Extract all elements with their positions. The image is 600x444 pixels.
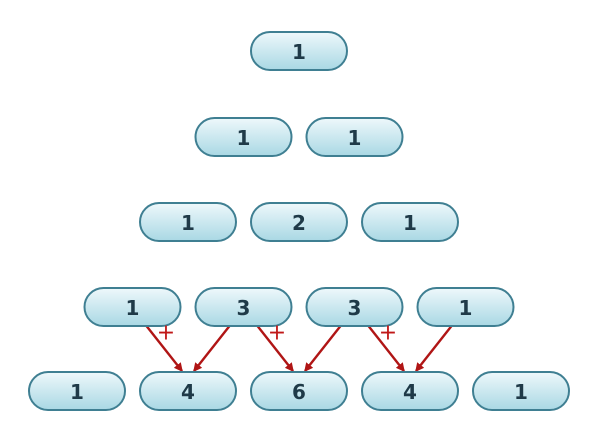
cell-r2-c2: 1	[305, 117, 404, 157]
cell-box	[305, 117, 404, 157]
cell-box	[28, 371, 126, 411]
row-5: 1 4 6 4 1	[28, 371, 570, 411]
sum-arrow-left-2	[256, 325, 294, 373]
sum-arrow-left-1	[145, 325, 183, 373]
cell-value: 1	[459, 296, 473, 320]
cell-box	[416, 287, 515, 327]
cell-box	[139, 202, 237, 242]
cell-r5-c5: 1	[472, 371, 570, 411]
plus-symbol: +	[268, 321, 286, 346]
cell-r5-c2: 4	[139, 371, 237, 411]
cell-r2-c1: 1	[194, 117, 293, 157]
row-3: 1 2 1	[139, 202, 459, 242]
sum-arrow-right-2	[304, 325, 342, 373]
cell-r4-c3: 3	[305, 287, 404, 327]
cell-value: 1	[70, 380, 84, 404]
cell-box	[250, 371, 348, 411]
cell-box	[250, 31, 348, 71]
cell-r4-c1: 1	[83, 287, 182, 327]
cell-r4-c2: 3	[194, 287, 293, 327]
plus-symbol: +	[157, 321, 175, 346]
cell-r3-c1: 1	[139, 202, 237, 242]
cell-r3-c2: 2	[250, 202, 348, 242]
cell-box	[194, 287, 293, 327]
cell-r5-c4: 4	[361, 371, 459, 411]
cell-value: 2	[292, 211, 306, 235]
cell-box	[250, 202, 348, 242]
cell-box	[361, 202, 459, 242]
cell-r5-c3: 6	[250, 371, 348, 411]
cell-box	[305, 287, 404, 327]
cell-box	[361, 371, 459, 411]
sum-arrow-right-1	[193, 325, 231, 373]
sum-arrow-right-3	[415, 325, 453, 373]
sum-arrows	[145, 325, 453, 373]
cell-value: 6	[292, 380, 306, 404]
sum-symbols: + + +	[157, 321, 397, 346]
cell-value: 1	[181, 211, 195, 235]
cell-box	[83, 287, 182, 327]
cell-value: 1	[126, 296, 140, 320]
plus-symbol: +	[379, 321, 397, 346]
cell-value: 3	[237, 296, 251, 320]
cell-value: 1	[514, 380, 528, 404]
cell-box	[194, 117, 293, 157]
row-4: 1 3 3 1	[83, 287, 515, 327]
cell-r1-c1: 1	[250, 31, 348, 71]
cell-value: 3	[348, 296, 362, 320]
cell-r3-c3: 1	[361, 202, 459, 242]
cell-r4-c4: 1	[416, 287, 515, 327]
sum-arrow-left-3	[367, 325, 405, 373]
cell-value: 1	[237, 126, 251, 150]
cell-value: 4	[181, 380, 195, 404]
cell-value: 4	[403, 380, 417, 404]
cell-r5-c1: 1	[28, 371, 126, 411]
cell-box	[139, 371, 237, 411]
row-1: 1	[250, 31, 348, 71]
cell-value: 1	[348, 126, 362, 150]
cell-value: 1	[403, 211, 417, 235]
cell-box	[472, 371, 570, 411]
cell-value: 1	[292, 40, 306, 64]
